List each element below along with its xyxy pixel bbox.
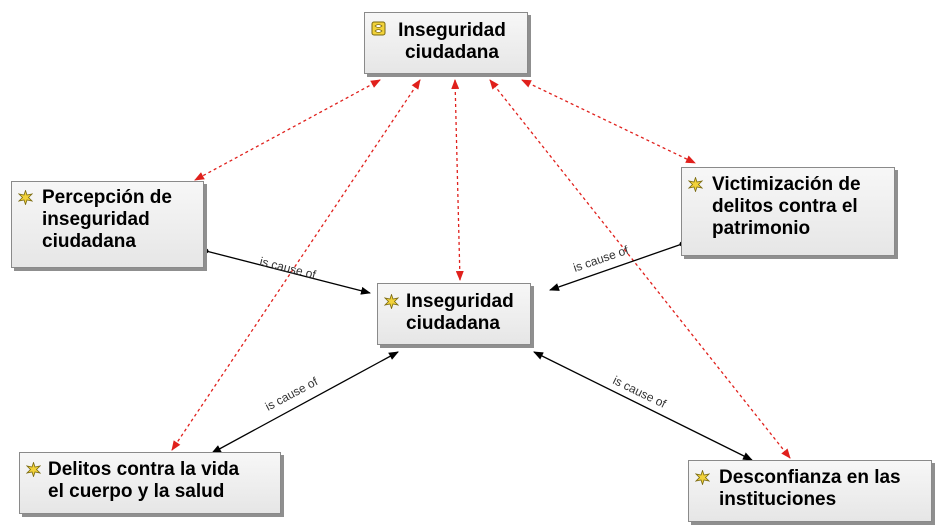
node-victimizacion-delitos[interactable]: Victimización de delitos contra el patri… [681, 167, 895, 256]
relation-left-center [205, 250, 371, 295]
node-inseguridad-ciudadana-family[interactable]: Inseguridad ciudadana [364, 12, 528, 74]
code-icon [687, 176, 704, 193]
node-delitos-contra-la-vida[interactable]: Delitos contra la vida el cuerpo y la sa… [19, 452, 281, 514]
family-link-top-bottom-right [489, 79, 791, 459]
relation-label-bottom-left: is cause of [263, 374, 321, 414]
node-label: Delitos contra la vida el cuerpo y la sa… [48, 459, 240, 502]
node-percepcion-inseguridad[interactable]: Percepción de inseguridad ciudadana [11, 181, 204, 268]
node-inseguridad-ciudadana[interactable]: Inseguridad ciudadana [377, 283, 531, 345]
code-icon [694, 469, 711, 486]
code-icon [25, 461, 42, 478]
relation-bottom-right-center [533, 351, 753, 461]
code-family-icon [371, 20, 386, 36]
family-link-top-center [451, 79, 464, 281]
node-label: Percepción de inseguridad ciudadana [42, 187, 172, 252]
family-link-top-right [521, 79, 696, 164]
relation-label-left: is cause of [258, 254, 318, 282]
node-label: Inseguridad ciudadana [398, 20, 506, 63]
node-label: Desconfianza en las instituciones [719, 467, 901, 510]
node-label: Inseguridad ciudadana [406, 291, 514, 334]
relation-bottom-left-center [211, 351, 399, 454]
relation-right-center [549, 243, 683, 291]
relation-anchor-left [203, 248, 209, 254]
node-desconfianza-instituciones[interactable]: Desconfianza en las instituciones [688, 460, 932, 522]
family-link-top-left [194, 79, 381, 181]
code-icon [383, 293, 400, 310]
relation-label-bottom-right: is cause of [611, 373, 669, 411]
code-icon [17, 189, 34, 206]
relation-label-right: is cause of [571, 243, 630, 275]
family-link-top-bottom-left [171, 79, 421, 451]
node-label: Victimización de delitos contra el patri… [712, 174, 861, 239]
